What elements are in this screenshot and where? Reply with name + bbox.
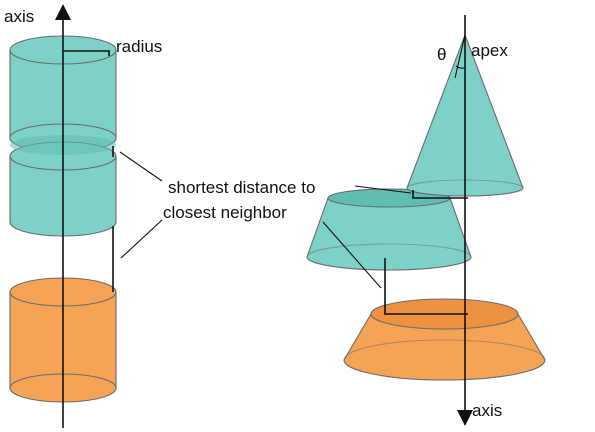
teal-frustum xyxy=(306,188,472,271)
right-axis-label: axis xyxy=(472,401,502,420)
orange-frustum xyxy=(343,298,546,381)
right-cones xyxy=(306,15,546,426)
theta-arc xyxy=(455,65,466,69)
shortest-distance-label-line2: closest neighbor xyxy=(163,203,287,222)
left-cylinders xyxy=(9,4,117,428)
pointer-left-bottom xyxy=(120,219,163,259)
theta-label: θ xyxy=(437,45,446,64)
radius-line xyxy=(63,50,110,56)
left-axis-label: axis xyxy=(4,7,34,26)
label-pointers xyxy=(119,151,412,289)
right-gap-bracket-top xyxy=(412,190,468,199)
apex-label: apex xyxy=(471,41,508,60)
pointer-left-top xyxy=(119,151,163,182)
radius-label: radius xyxy=(116,37,162,56)
cone-slant-guide xyxy=(454,34,466,79)
pointer-right-bottom xyxy=(322,221,382,289)
shortest-distance-label-line1: shortest distance to xyxy=(168,178,315,197)
pointer-right-top xyxy=(354,185,412,194)
right-gap-bracket-bottom xyxy=(384,258,468,315)
